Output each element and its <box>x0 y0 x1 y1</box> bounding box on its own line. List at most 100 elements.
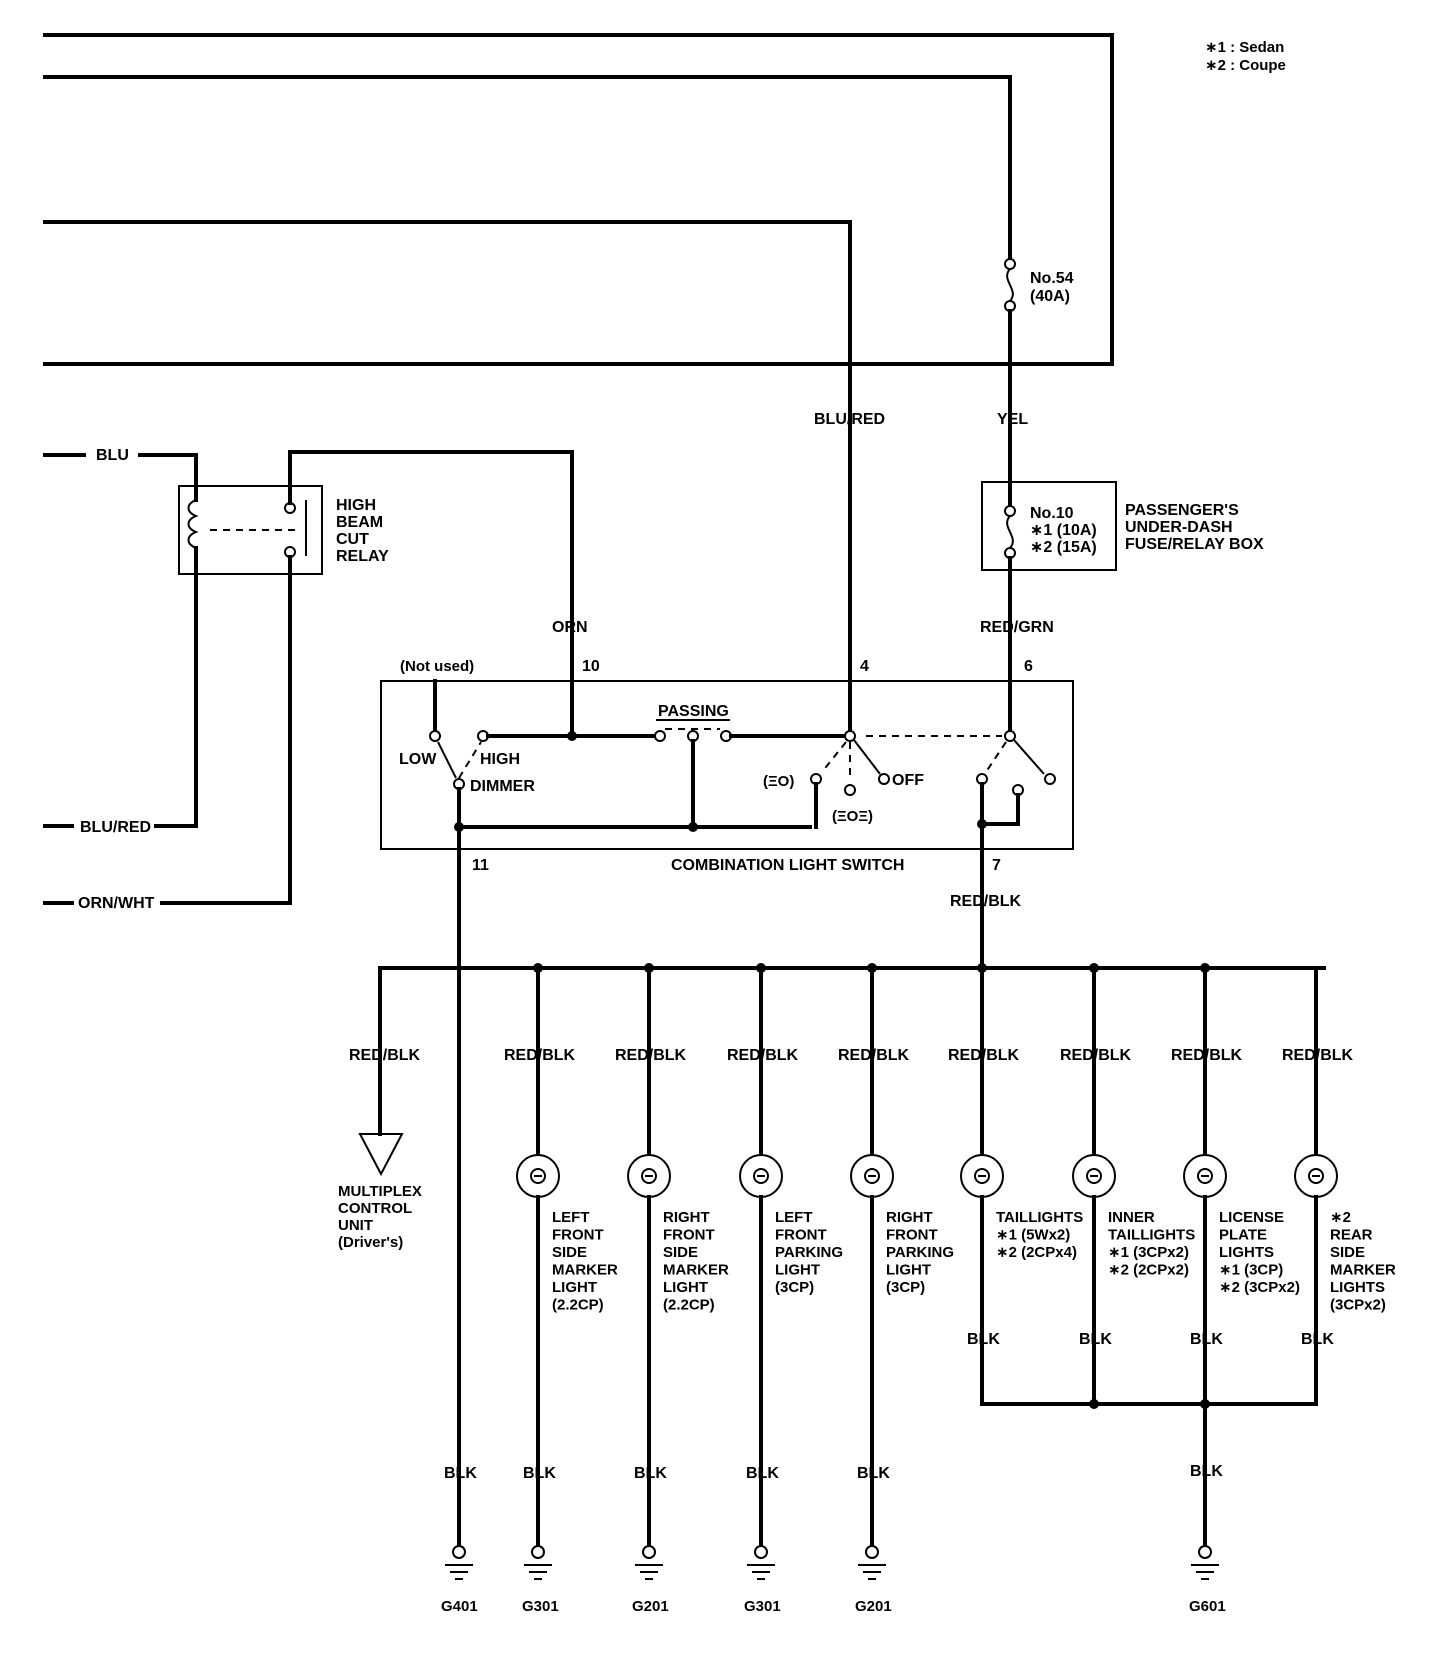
branch-5-wire: RED/BLK <box>948 1047 1020 1064</box>
branch-4-label-3: LIGHT <box>886 1262 931 1279</box>
multiplex-label-2: CONTROL <box>338 1200 412 1217</box>
branch-5-label-1: ∗1 (5Wx2) <box>996 1227 1070 1244</box>
switch-on-position-label: (ΞΟ) <box>763 773 794 790</box>
branch-5-label-0: TAILLIGHTS <box>996 1209 1083 1226</box>
multiplex-label-1: MULTIPLEX <box>338 1183 422 1200</box>
branch-2-label-4: LIGHT <box>663 1279 708 1296</box>
fuse-box-label-3: FUSE/RELAY BOX <box>1125 536 1264 553</box>
branch-3-ground-wire: BLK <box>746 1465 779 1482</box>
branch-8-label-4: LIGHTS <box>1330 1279 1385 1296</box>
branch-4-ground-wire: BLK <box>857 1465 890 1482</box>
lamp-branch-2: RED/BLKRIGHTFRONTSIDEMARKERLIGHT(2.2CP)B… <box>615 966 729 1548</box>
branch-6-label-2: ∗1 (3CPx2) <box>1108 1244 1189 1261</box>
wire-label-red-blk-main: RED/BLK <box>950 893 1022 910</box>
branch-7-label-2: LIGHTS <box>1219 1244 1274 1261</box>
branch-4-label-4: (3CP) <box>886 1279 925 1296</box>
multiplex-label-3: UNIT <box>338 1217 373 1234</box>
fuse-relay-box: No.10 ∗1 (10A) ∗2 (15A) PASSENGER'S UNDE… <box>981 481 1264 736</box>
dimmer-ground-wire: BLK <box>444 1465 477 1482</box>
branch-3-label-2: PARKING <box>775 1244 843 1261</box>
ground-symbol-icon <box>635 1545 663 1580</box>
fuse-54: No.54 (40A) <box>1004 258 1074 512</box>
branch-7-label-1: PLATE <box>1219 1227 1267 1244</box>
ground-symbol-icon <box>747 1545 775 1580</box>
switch-dimmer-label: DIMMER <box>470 778 535 795</box>
switch-off-label: OFF <box>892 772 924 789</box>
branch-8-label-5: (3CPx2) <box>1330 1297 1386 1314</box>
fuse-54-rating: (40A) <box>1030 288 1070 305</box>
fuse-10-rating-coupe: ∗2 (15A) <box>1030 539 1097 556</box>
branch-3-wire: RED/BLK <box>727 1047 799 1064</box>
branch-8-label-0: ∗2 <box>1330 1209 1351 1226</box>
ground-g201-b: G201 <box>855 1598 892 1615</box>
red-blk-bus <box>378 963 1326 973</box>
branch-8-label-3: MARKER <box>1330 1262 1396 1279</box>
lamp-branch-5: RED/BLK TAILLIGHTS∗1 (5Wx2)∗2 (2CPx4) BLK <box>948 966 1083 1406</box>
switch-not-used-label: (Not used) <box>400 658 474 675</box>
relay-label-3: CUT <box>336 531 369 548</box>
switch-off-position-label: (ΞΟΞ) <box>832 808 873 825</box>
switch-pin-11: 11 <box>472 857 489 874</box>
wire-label-yel: YEL <box>997 411 1028 428</box>
relay-label-2: BEAM <box>336 514 383 531</box>
branch-2-label-1: FRONT <box>663 1227 715 1244</box>
ground-symbol-icon <box>858 1545 886 1580</box>
branch-6-label-0: INNER <box>1108 1209 1155 1226</box>
branch-6-label-3: ∗2 (2CPx2) <box>1108 1262 1189 1279</box>
branch-8-label-2: SIDE <box>1330 1244 1365 1261</box>
branch-1-label-5: (2.2CP) <box>552 1297 604 1314</box>
fuse-54-name: No.54 <box>1030 270 1074 287</box>
branch-5-label-2: ∗2 (2CPx4) <box>996 1244 1077 1261</box>
branch-1-label-4: LIGHT <box>552 1279 597 1296</box>
branch-2-label-5: (2.2CP) <box>663 1297 715 1314</box>
wire-label-blu-red-left: BLU/RED <box>80 819 151 836</box>
branch-1-label-1: FRONT <box>552 1227 604 1244</box>
ground-g301-a: G301 <box>522 1598 559 1615</box>
wire-label-blu-red-top: BLU/RED <box>814 411 885 428</box>
ground-g401: G401 <box>441 1598 478 1615</box>
branch-7-wire: RED/BLK <box>1171 1047 1243 1064</box>
branch-3-label-3: LIGHT <box>775 1262 820 1279</box>
ground-g201-a: G201 <box>632 1598 669 1615</box>
branch-3-label-1: FRONT <box>775 1227 827 1244</box>
branch-2-label-2: SIDE <box>663 1244 698 1261</box>
lamp-branches: RED/BLKLEFTFRONTSIDEMARKERLIGHT(2.2CP)BL… <box>504 966 1396 1548</box>
ground-g301-b: G301 <box>744 1598 781 1615</box>
branch-3-label-0: LEFT <box>775 1209 813 1226</box>
ground-g601: G601 <box>1189 1598 1226 1615</box>
ground-symbol-icon <box>445 1545 473 1580</box>
branch-7-label-4: ∗2 (3CPx2) <box>1219 1279 1300 1296</box>
switch-pin-6: 6 <box>1024 658 1033 675</box>
branch-1-label-2: SIDE <box>552 1244 587 1261</box>
multiplex-label-4: (Driver's) <box>338 1234 403 1251</box>
switch-pin-7: 7 <box>992 857 1001 874</box>
branch-3-label-4: (3CP) <box>775 1279 814 1296</box>
lamp-branch-1: RED/BLKLEFTFRONTSIDEMARKERLIGHT(2.2CP)BL… <box>504 966 618 1548</box>
fuse-10-name: No.10 <box>1030 505 1074 522</box>
branch-8-ground-wire: BLK <box>1301 1331 1334 1348</box>
wire-label-blu: BLU <box>96 447 129 464</box>
switch-title: COMBINATION LIGHT SWITCH <box>671 857 904 874</box>
branch-1-label-3: MARKER <box>552 1262 618 1279</box>
branch-4-label-2: PARKING <box>886 1244 954 1261</box>
wire-label-orn-wht: ORN/WHT <box>78 895 155 912</box>
branch-1-ground-wire: BLK <box>523 1465 556 1482</box>
fuse-box-label-2: UNDER-DASH <box>1125 519 1233 536</box>
branch-8-wire: RED/BLK <box>1282 1047 1354 1064</box>
branch-2-ground-wire: BLK <box>634 1465 667 1482</box>
switch-passing-label: PASSING <box>658 703 729 720</box>
top-harness <box>43 33 1114 736</box>
branch-5-ground-wire: BLK <box>967 1331 1000 1348</box>
branch-7-label-3: ∗1 (3CP) <box>1219 1262 1283 1279</box>
branch-2-label-3: MARKER <box>663 1262 729 1279</box>
branch-8-label-1: REAR <box>1330 1227 1373 1244</box>
rear-ground-bus: BLK <box>980 1399 1318 1548</box>
wire-label-orn: ORN <box>552 619 588 636</box>
branch-4-label-0: RIGHT <box>886 1209 933 1226</box>
